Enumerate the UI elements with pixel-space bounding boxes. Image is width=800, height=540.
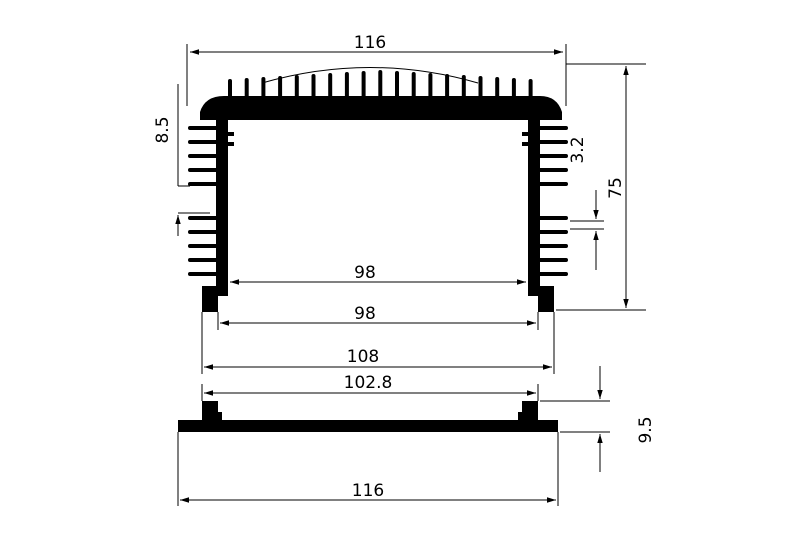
- top-fin: [344, 72, 349, 100]
- side-fin-right: [538, 244, 568, 248]
- dim-overall-height: 75: [556, 63, 646, 311]
- side-fin-right: [538, 230, 568, 234]
- right-wall: [528, 112, 540, 290]
- dim-label-fin-thickness: 3.2: [568, 136, 588, 163]
- side-fin-left: [188, 126, 218, 130]
- top-fin: [461, 75, 466, 100]
- side-fin-left: [188, 216, 218, 220]
- dim-cover-height: 9.5: [540, 366, 656, 472]
- side-fin-left: [188, 230, 218, 234]
- dim-outer-foot-width: 108: [201, 312, 555, 374]
- dim-fin-thickness: 3.2: [568, 136, 604, 270]
- dim-cover-inner-width: 102.8: [201, 373, 539, 401]
- right-rib: [522, 142, 528, 146]
- side-fin-left: [188, 182, 218, 186]
- side-fin-left: [188, 272, 218, 276]
- top-fin: [495, 77, 500, 100]
- top-fin: [378, 70, 383, 100]
- side-fin-left: [188, 140, 218, 144]
- top-fin: [445, 74, 450, 100]
- side-fin-right: [538, 182, 568, 186]
- side-fin-right: [538, 168, 568, 172]
- dim-inner-width-lower: 98: [217, 304, 539, 330]
- top-fin: [528, 79, 533, 100]
- dim-cover-width: 116: [177, 432, 559, 506]
- top-fin: [395, 71, 399, 100]
- side-fin-left: [188, 244, 218, 248]
- left-foot: [202, 286, 228, 312]
- side-fin-left: [188, 154, 218, 158]
- top-fin: [244, 78, 249, 100]
- dim-label-inner-width-upper: 98: [354, 263, 376, 283]
- side-fin-right: [538, 154, 568, 158]
- top-fins: [228, 70, 533, 100]
- left-fins: [188, 126, 218, 276]
- top-plate: [200, 96, 562, 120]
- side-fin-right: [538, 258, 568, 262]
- top-fin: [294, 75, 299, 100]
- dim-label-cover-width: 116: [352, 481, 384, 501]
- left-rib: [228, 132, 234, 136]
- dim-label-cover-height: 9.5: [636, 416, 656, 443]
- top-fin: [428, 73, 433, 100]
- top-fin: [361, 71, 366, 100]
- top-fin: [511, 78, 516, 100]
- top-fin: [261, 77, 266, 100]
- dim-label-fin-pitch: 8.5: [153, 116, 173, 143]
- top-fin: [478, 76, 483, 100]
- dim-label-inner-width-lower: 98: [354, 304, 376, 324]
- cover-plate: [178, 401, 558, 432]
- dim-inner-width-upper: 98: [230, 263, 526, 285]
- dim-fin-pitch: 8.5: [153, 84, 210, 236]
- right-fins: [538, 126, 568, 276]
- dim-label-overall-height: 75: [606, 177, 626, 199]
- cover-base: [178, 420, 558, 432]
- top-fin: [228, 79, 232, 100]
- left-wall: [216, 112, 228, 290]
- dim-label-top-width: 116: [354, 33, 386, 53]
- side-fin-right: [538, 140, 568, 144]
- cover-right-tab: [518, 401, 538, 420]
- extrusion-profile: [188, 67, 568, 312]
- dim-label-cover-inner-width: 102.8: [344, 373, 393, 393]
- right-rib: [522, 132, 528, 136]
- top-fin: [278, 76, 283, 100]
- side-fin-right: [538, 126, 568, 130]
- side-fin-right: [538, 216, 568, 220]
- side-fin-right: [538, 272, 568, 276]
- top-fin: [328, 73, 333, 100]
- top-fin: [311, 74, 316, 100]
- side-fin-left: [188, 258, 218, 262]
- side-fin-left: [188, 168, 218, 172]
- cover-left-tab: [202, 401, 222, 420]
- fin-profile-arc: [261, 67, 479, 84]
- left-rib: [228, 142, 234, 146]
- right-foot: [528, 286, 554, 312]
- dim-top-width: 116: [186, 33, 567, 106]
- top-fin: [411, 72, 416, 100]
- dim-label-outer-foot-width: 108: [347, 347, 379, 367]
